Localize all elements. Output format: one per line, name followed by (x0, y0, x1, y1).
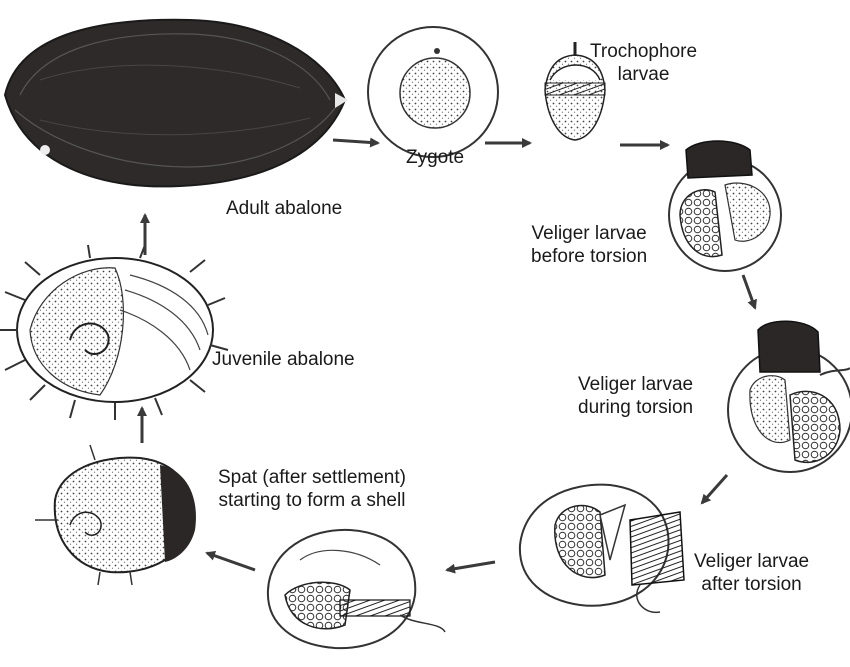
label-veliger-during-line2: during torsion (578, 397, 694, 418)
veliger-before-torsion-drawing (668, 140, 782, 272)
adult-abalone-drawing (3, 18, 348, 188)
arrow-icon (741, 274, 757, 310)
zygote-drawing (367, 26, 499, 158)
veliger-during-torsion-drawing (727, 320, 850, 473)
label-veliger-after-line2: after torsion (701, 574, 802, 595)
label-spat: Spat (after settlement) starting to form… (218, 466, 406, 512)
label-veliger-during-line1: Veliger larvae (578, 374, 694, 395)
arrow-icon (445, 560, 496, 574)
label-spat-line1: Spat (after settlement) (218, 467, 406, 488)
label-zygote: Zygote (406, 147, 465, 168)
cycle-arrows (137, 137, 757, 574)
spat-drawing (35, 444, 196, 586)
label-adult-abalone: Adult abalone (226, 198, 343, 219)
label-veliger-after-torsion: Veliger larvae after torsion (694, 550, 809, 596)
arrow-icon (205, 550, 256, 572)
label-veliger-before-line2: before torsion (531, 246, 648, 267)
label-spat-line2: starting to form a shell (218, 490, 406, 511)
arrow-icon (332, 137, 380, 148)
label-trochophore: Trochophore larvae (590, 40, 697, 86)
label-veliger-during-torsion: Veliger larvae during torsion (578, 373, 693, 419)
label-juvenile-abalone: Juvenile abalone (212, 349, 355, 370)
label-trochophore-line2: larvae (617, 64, 670, 85)
settling-veliger-drawing (266, 528, 446, 650)
label-veliger-before-line1: Veliger larvae (531, 223, 647, 244)
trochophore-drawing (544, 42, 606, 141)
veliger-after-torsion-drawing (518, 483, 685, 614)
label-veliger-before-torsion: Veliger larvae before torsion (531, 222, 647, 268)
label-trochophore-line1: Trochophore (590, 41, 698, 62)
juvenile-abalone-drawing (0, 244, 229, 420)
arrow-icon (700, 474, 729, 505)
label-veliger-after-line1: Veliger larvae (694, 551, 810, 572)
